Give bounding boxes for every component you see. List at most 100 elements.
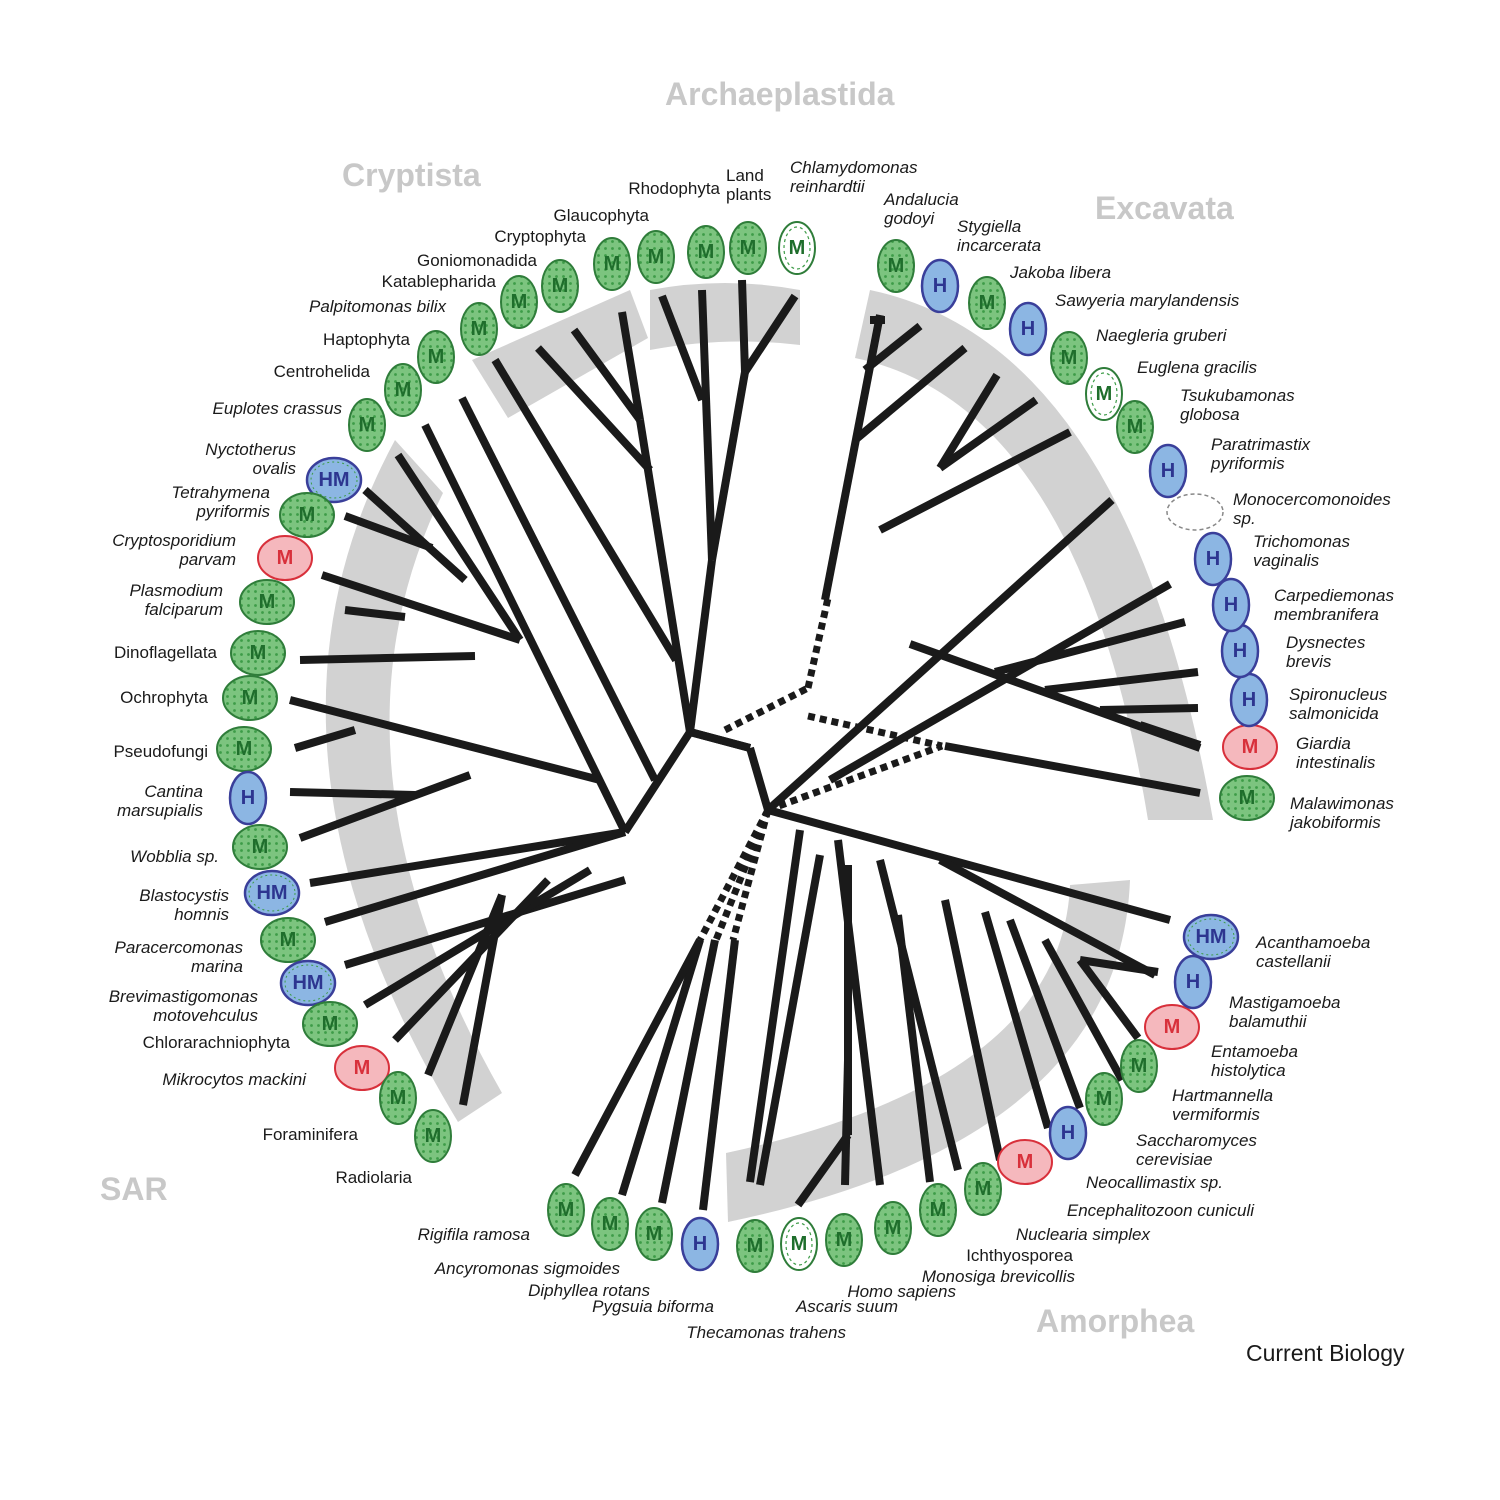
taxon-label-rhodophyta: Rhodophyta	[628, 179, 720, 198]
organelle-tetrahymena-pyriformis: M	[279, 492, 335, 538]
organelle-code: M	[280, 929, 297, 951]
organelle-andalucia-godoyi: M	[877, 239, 915, 293]
organelle-shape	[635, 1207, 673, 1261]
organelle-code: H	[1061, 1122, 1075, 1144]
taxon-label-homo-sapiens: Homo sapiens	[847, 1282, 956, 1301]
organelle-shape	[825, 1213, 863, 1267]
organelle-stygiella-incarcerata: H	[920, 258, 960, 314]
group-amorphea: Amorphea	[1036, 1303, 1194, 1339]
organelle-code: M	[236, 738, 253, 760]
organelle-code: H	[1233, 640, 1247, 662]
taxon-label-naegleria-gruberi: Naegleria gruberi	[1096, 326, 1228, 345]
organelle-shape	[279, 492, 335, 538]
organelle-shape	[778, 221, 816, 275]
organelle-wobblia-sp: M	[232, 824, 288, 870]
organelle-glaucophyta: M	[637, 230, 675, 284]
taxon-label-ascaris-suum: Ascaris suum	[795, 1297, 898, 1316]
organelle-code: M	[975, 1178, 992, 1200]
organelle-code: M	[1239, 787, 1256, 809]
organelle-blastocystis-homnis: HM	[243, 869, 301, 917]
organelle-code: M	[395, 379, 412, 401]
organelle-shape	[232, 824, 288, 870]
organelle-code: M	[604, 253, 621, 275]
organelle-radiolaria: M	[414, 1109, 452, 1163]
organelle-monosiga-brevicollis: M	[874, 1201, 912, 1255]
organelle-cryptophyta: M	[593, 237, 631, 291]
organelle-acanthamoeba-castellanii: HM	[1182, 913, 1240, 961]
journal-credit: Current Biology	[1246, 1340, 1405, 1366]
organelle-rhodophyta: M	[687, 225, 725, 279]
organelle-shape	[1116, 400, 1154, 454]
organelle-land-plants: M	[729, 221, 767, 275]
organelle-code: M	[1131, 1055, 1148, 1077]
organelle-goniomonadida: M	[541, 259, 579, 313]
organelle-code: M	[299, 504, 316, 526]
organelle-code: M	[698, 241, 715, 263]
taxon-label-mikrocytos-mackini: Mikrocytos mackini	[162, 1070, 307, 1089]
taxon-label-wobblia-sp: Wobblia sp.	[130, 847, 219, 866]
organelle-cantina-marsupialis: H	[228, 770, 268, 826]
taxon-label-haptophyta: Haptophyta	[323, 330, 410, 349]
taxon-label-ancyromonas-sigmoides: Ancyromonas sigmoides	[434, 1259, 621, 1278]
group-sar: SAR	[100, 1171, 168, 1207]
taxon-label-centrohelida: Centrohelida	[274, 362, 371, 381]
organelle-shape	[729, 221, 767, 275]
taxon-label-ochrophyta: Ochrophyta	[120, 688, 208, 707]
organelle-shape	[1219, 775, 1275, 821]
band-cryptista	[472, 290, 648, 418]
taxon-label-chlorarachniophyta: Chlorarachniophyta	[143, 1033, 291, 1052]
cristae-outline	[1187, 918, 1235, 956]
organelle-code: M	[277, 547, 294, 569]
organelle-code: M	[1242, 736, 1259, 758]
organelle-shape	[920, 258, 960, 314]
organelle-shape	[305, 456, 363, 504]
organelle-shape	[257, 535, 313, 581]
organelle-katablepharida: M	[500, 275, 538, 329]
organelle-shape	[919, 1183, 957, 1237]
empty-organelle-outline	[1166, 493, 1224, 531]
organelle-plasmodium-falciparum: M	[239, 579, 295, 625]
organelle-code: M	[428, 346, 445, 368]
organelle-ichthyosporea: M	[919, 1183, 957, 1237]
organelle-code: M	[1127, 416, 1144, 438]
organelle-palpitomonas-bilix: M	[460, 302, 498, 356]
organelle-code: H	[1224, 594, 1238, 616]
organelle-shape	[222, 675, 278, 721]
organelle-shape	[230, 630, 286, 676]
organelle-shape	[968, 276, 1006, 330]
organelle-spironucleus-salmonicida: H	[1229, 672, 1269, 728]
organelle-code: M	[250, 642, 267, 664]
organelle-code: H	[1021, 318, 1035, 340]
organelle-sawyeria-marylandensis: H	[1008, 301, 1048, 357]
taxon-label-radiolaria: Radiolaria	[335, 1168, 412, 1187]
organelle-code: M	[425, 1125, 442, 1147]
organelle-code: M	[552, 275, 569, 297]
organelle-naegleria-gruberi: M	[1050, 331, 1088, 385]
organelle-thecamonas-trahens: M	[736, 1219, 774, 1273]
organelle-code: H	[241, 787, 255, 809]
cristae-outline	[1090, 372, 1118, 416]
organelle-code: H	[1186, 971, 1200, 993]
organelle-shape	[1193, 531, 1233, 587]
organelle-code: M	[646, 1223, 663, 1245]
organelle-entamoeba-histolytica: M	[1144, 1004, 1200, 1050]
organelle-shape	[1048, 1105, 1088, 1161]
organelle-dinoflagellata: M	[230, 630, 286, 676]
taxon-label-rigifila-ramosa: Rigifila ramosa	[418, 1225, 530, 1244]
organelle-shape	[216, 726, 272, 772]
cristae-outline	[310, 461, 358, 499]
